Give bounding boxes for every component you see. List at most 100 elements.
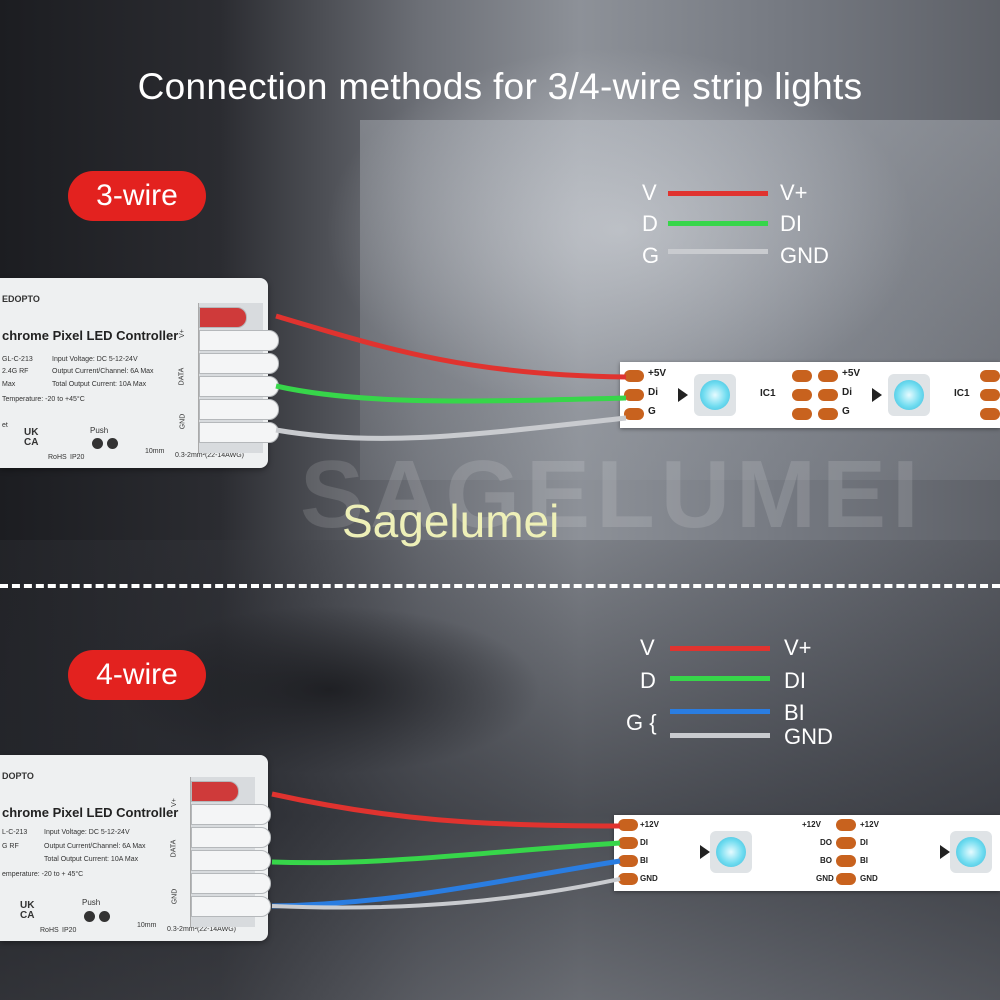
solder-pad [836,819,856,831]
legend-right-gnd: GND [780,243,829,268]
terminal-slot[interactable] [199,399,279,420]
controller-output-current: Output Current/Channel: 6A Max [44,843,146,850]
pad-label-5v: +5V [648,368,667,379]
legend-left-g: G [642,243,660,268]
legend-left-g-brace: G { [626,710,657,735]
terminal-slot[interactable] [191,827,271,848]
push-button-2[interactable] [107,438,118,449]
legend-right-gnd: GND [784,724,833,749]
solder-pad [818,389,838,401]
terminal-v-lever[interactable] [199,307,247,328]
terminal-slot[interactable] [199,330,279,351]
legend-right-vplus: V+ [784,635,812,660]
ip-rating: IP20 [70,454,85,461]
legend-line-green [670,676,770,681]
pad-label-12v-out: +12V [802,820,821,829]
controller-max: Max [2,381,16,388]
solder-pad [618,837,638,849]
solder-pad [836,873,856,885]
controller-input-voltage: Input Voltage: DC 5-12-24V [44,829,130,836]
pad-label-bo: BO [820,856,832,865]
legend-left-d: D [642,211,658,236]
solder-pad [818,370,838,382]
solder-pad [624,370,644,382]
controller-temp: Temperature: -20 to +45°C [2,396,85,403]
push-label: Push [82,898,101,907]
wire-red-3wire [275,313,627,380]
pad-label-5v: +5V [842,368,861,379]
controller-total-current: Total Output Current: 10A Max [52,381,147,388]
legend-line-red [668,191,768,196]
solder-pad [618,855,638,867]
wire-gray-4wire [271,877,621,910]
direction-arrow-icon [940,845,950,859]
controller-reset-label: et [2,422,8,429]
rohs-mark: RoHS [48,454,67,461]
controller-rf: 2.4G RF [2,368,29,375]
push-button[interactable] [92,438,103,449]
solder-pad [792,370,812,382]
controller-3wire: EDOPTO chrome Pixel LED Controller GL-C-… [0,278,279,468]
controller-name: chrome Pixel LED Controller [2,328,179,343]
terminal-slot[interactable] [191,873,271,894]
ic-label: IC1 [954,388,970,399]
solder-pad [624,389,644,401]
controller-model: L-C-213 [2,829,28,836]
wire-spec-label: 0.3-2mm²(22-14AWG) [175,452,244,459]
pad-label-g: G [648,406,656,417]
wire-gray-3wire [275,415,627,441]
pad-label-di: DI [860,838,868,847]
legend-line-gray [670,733,770,738]
terminal-block [190,777,271,927]
wire-red-4wire [271,791,621,829]
led-chip [888,374,930,416]
solder-pad [792,408,812,420]
legend-right-di: DI [784,668,806,693]
legend-line-green [668,221,768,226]
rohs-mark: RoHS [40,927,59,934]
wire-spec-label: 0.3-2mm²(22-14AWG) [167,926,236,933]
pad-label-do: DO [820,838,832,847]
terminal-v-lever[interactable] [191,781,239,802]
pad-label-di: DI [640,838,648,847]
terminal-slot[interactable] [191,850,271,871]
terminal-slot[interactable] [191,804,271,825]
legend-line-gray [668,249,768,254]
ukca-mark: UK CA [24,427,39,448]
wire-blue-4wire [271,858,621,909]
solder-pad [618,819,638,831]
solder-pad [836,837,856,849]
pad-label-12v: +12V [860,820,879,829]
pad-label-bi: BI [860,856,868,865]
terminal-slot[interactable] [191,896,271,917]
led-strip-3wire: +5V Di G IC1 +5V Di G IC1 [620,362,1000,428]
brand-text: Sagelumei [342,495,560,547]
controller-input-voltage: Input Voltage: DC 5-12-24V [52,356,138,363]
solder-pad [618,873,638,885]
terminal-slot[interactable] [199,353,279,374]
push-button[interactable] [84,911,95,922]
controller-logo: DOPTO [2,771,34,781]
watermark: SAGELUMEI [300,441,925,548]
controller-temp: emperature: -20 to + 45°C [2,871,84,878]
solder-pad [836,855,856,867]
ukca-mark: UK CA [20,900,35,921]
legend-right-vplus: V+ [780,180,808,205]
controller-rf: G RF [2,843,19,850]
page-title: Connection methods for 3/4-wire strip li… [137,66,863,107]
push-button-2[interactable] [99,911,110,922]
solder-pad [980,389,1000,401]
legend-left-v: V [640,635,655,660]
pad-label-di: Di [842,387,852,398]
direction-arrow-icon [872,388,882,402]
strip-length-label: 10mm [137,922,157,929]
ic-label: IC1 [760,388,776,399]
pad-label-gnd-out: GND [816,874,834,883]
legend-line-red [670,646,770,651]
pad-label-12v: +12V [640,820,659,829]
legend-right-bi: BI [784,700,805,725]
controller-total-current: Total Output Current: 10A Max [44,856,139,863]
pad-label-gnd: GND [860,874,878,883]
strip-length-label: 10mm [145,448,165,455]
